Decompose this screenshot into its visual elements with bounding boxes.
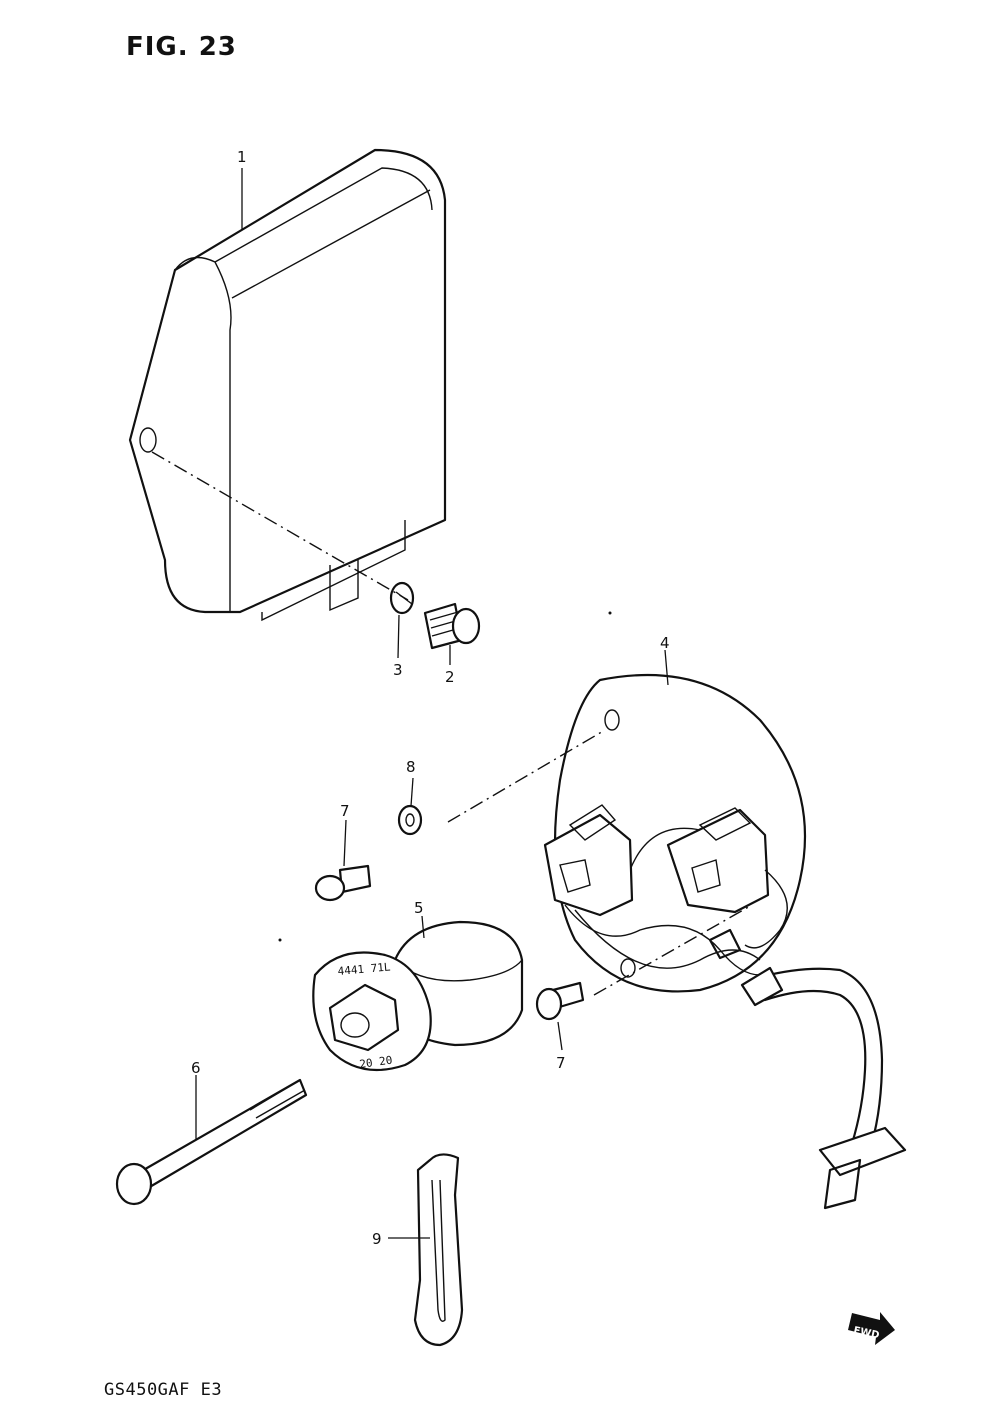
rotor-stamp-bottom: 20 20 xyxy=(359,1053,394,1070)
callout-6: 6 xyxy=(191,1059,201,1077)
signal-rotor: 4441 71L 20 20 xyxy=(312,920,524,1072)
figure-title: FIG. 23 xyxy=(126,32,237,62)
model-code: GS450GAF E3 xyxy=(104,1380,223,1400)
screw-part-2 xyxy=(423,602,481,650)
washer-part-3 xyxy=(389,581,415,615)
callout-7-upper: 7 xyxy=(340,802,350,820)
callout-1: 1 xyxy=(237,148,247,166)
igniter-mount-centerline xyxy=(151,451,409,601)
plate-mount-centerline-lower xyxy=(593,904,753,996)
callout-7-lower: 7 xyxy=(556,1054,566,1072)
rotor-stamp-top: 4441 71L xyxy=(337,960,391,978)
callout-8: 8 xyxy=(406,758,416,776)
cable-clip xyxy=(413,1153,464,1347)
screw-part-7-lower xyxy=(535,981,585,1021)
callout-2: 2 xyxy=(445,668,455,686)
fwd-label: FWD xyxy=(852,1325,880,1341)
pickup-coil-assembly xyxy=(543,674,907,1210)
callout-3: 3 xyxy=(393,661,403,679)
callout-4: 4 xyxy=(660,634,670,652)
screw-part-7-upper xyxy=(314,864,372,902)
igniter-unit xyxy=(128,148,447,622)
washer-part-8 xyxy=(397,804,423,836)
leader-lines xyxy=(195,168,669,1239)
callout-5: 5 xyxy=(414,899,424,917)
callout-9: 9 xyxy=(372,1230,382,1248)
bolt-part-6 xyxy=(115,1078,308,1206)
plate-mount-centerline-upper xyxy=(447,729,606,823)
fwd-arrow-icon: FWD xyxy=(848,1312,895,1345)
